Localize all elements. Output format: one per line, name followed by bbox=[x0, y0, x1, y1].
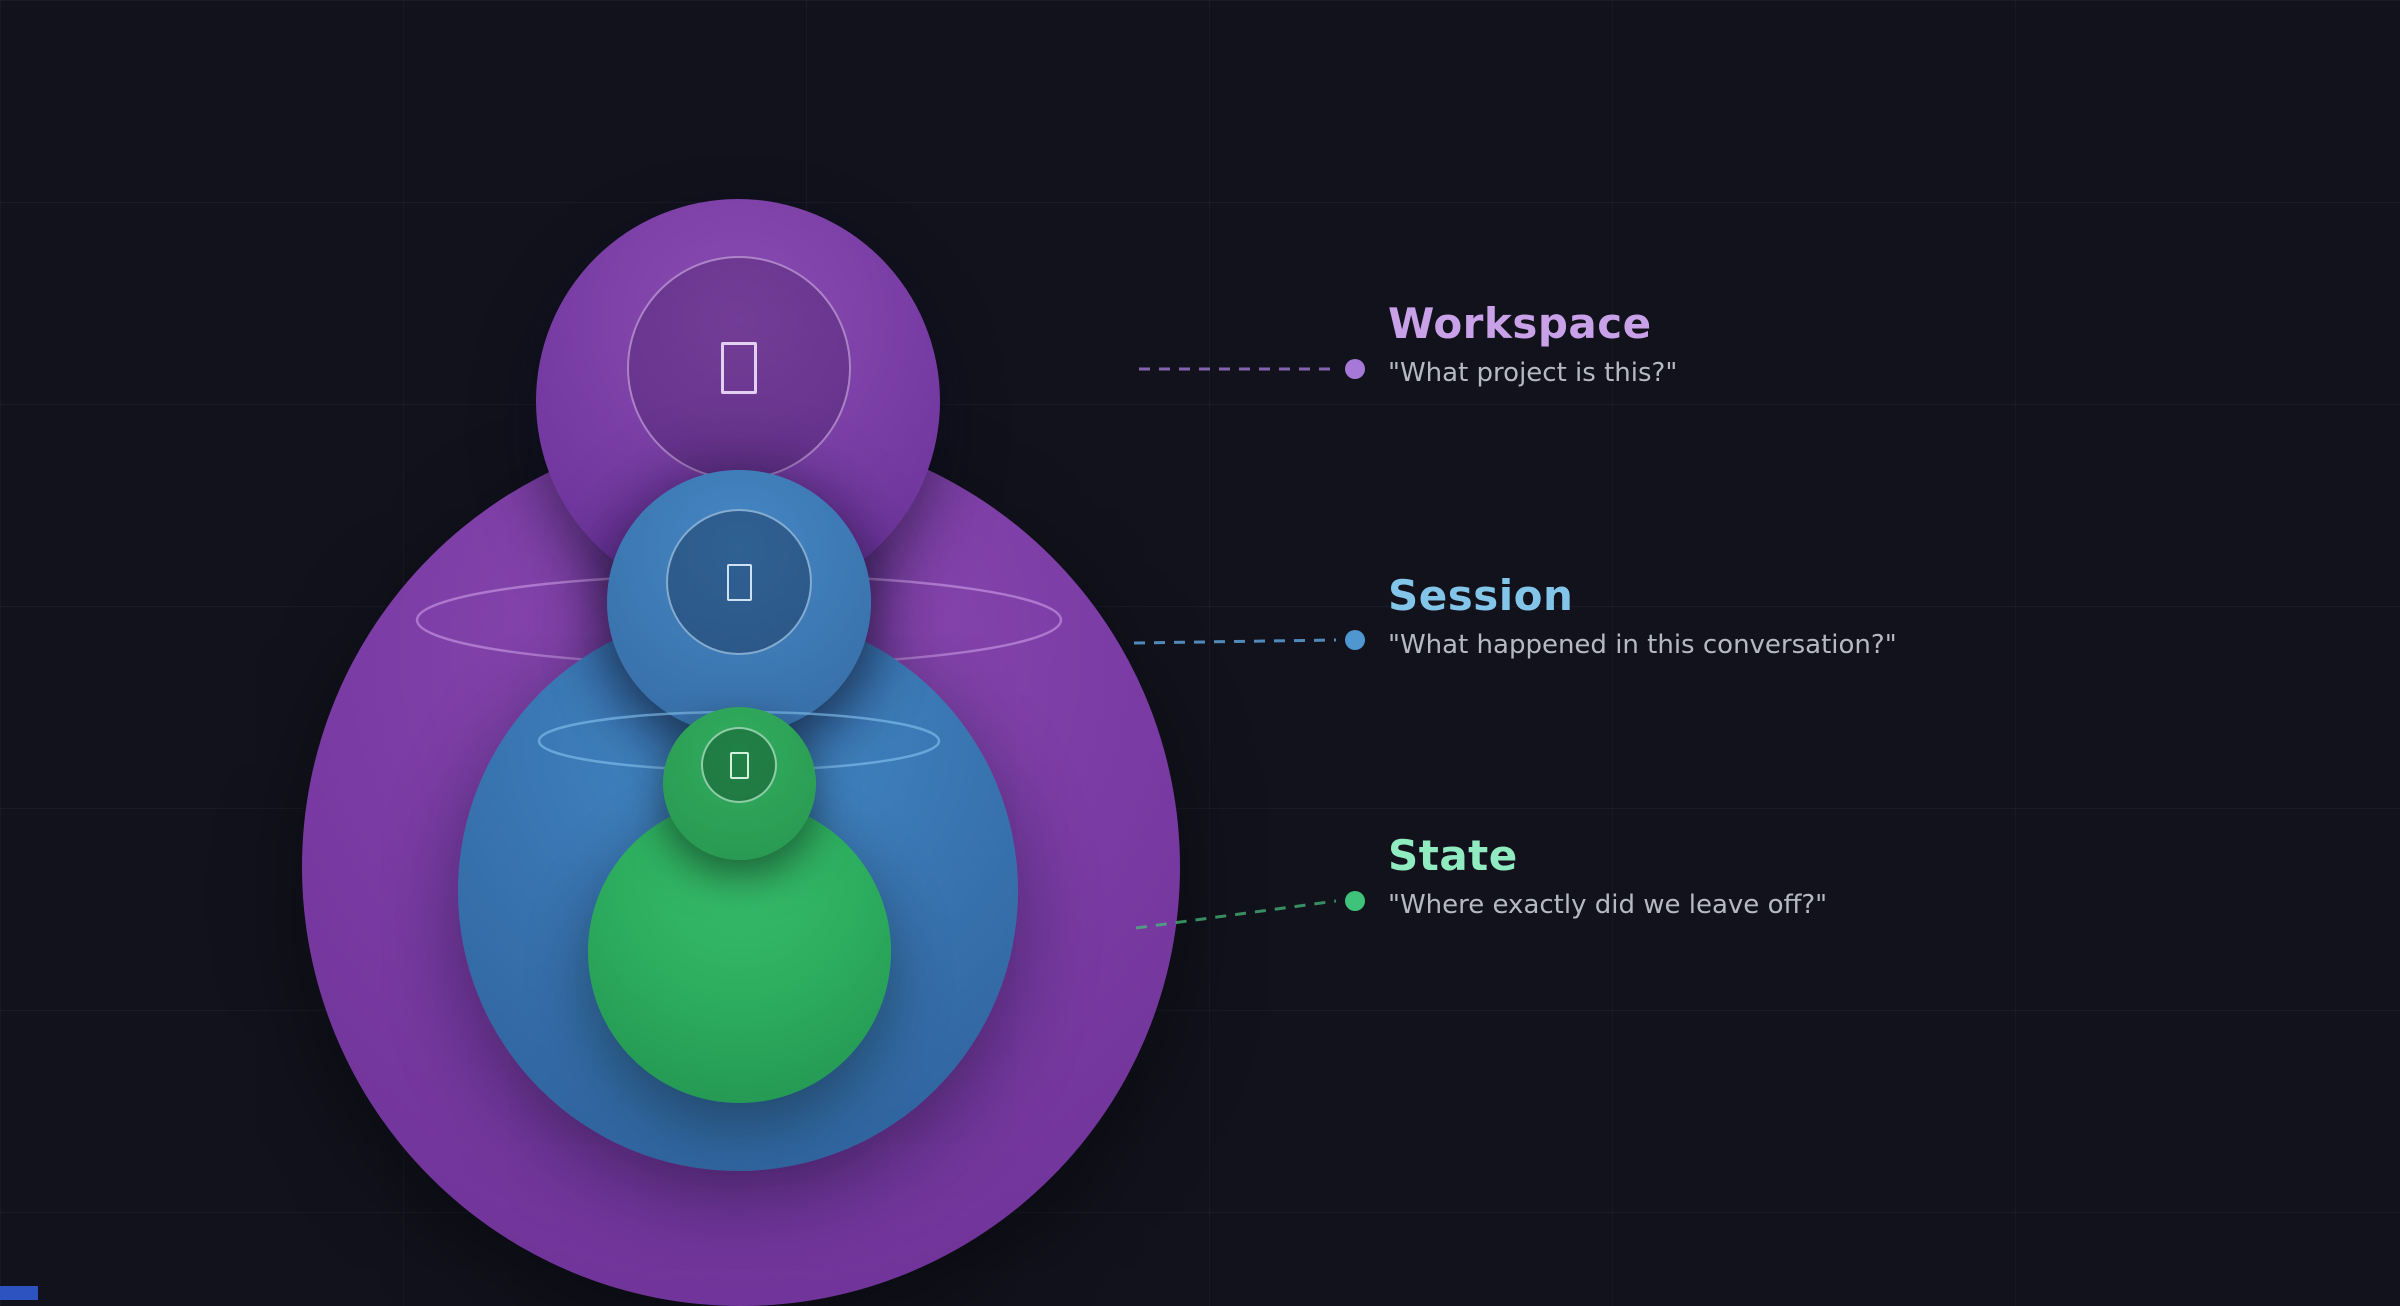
bottom-left-accent bbox=[0, 1286, 38, 1300]
state-icon bbox=[729, 751, 749, 779]
session-icon bbox=[726, 563, 752, 601]
workspace-leader-dot bbox=[1345, 359, 1365, 379]
workspace-icon bbox=[721, 342, 757, 394]
session-leader-dot bbox=[1345, 630, 1365, 650]
state-icon-ring bbox=[701, 727, 777, 803]
legend-entry-workspace: Workspace "What project is this?" bbox=[1388, 299, 1678, 391]
legend-entry-session: Session "What happened in this conversat… bbox=[1388, 571, 1897, 663]
workspace-title: Workspace bbox=[1388, 299, 1652, 348]
session-icon-ring bbox=[666, 509, 812, 655]
workspace-quote: "What project is this?" bbox=[1388, 358, 1678, 389]
workspace-icon-ring bbox=[627, 256, 851, 480]
session-title: Session bbox=[1388, 571, 1574, 620]
session-quote: "What happened in this conversation?" bbox=[1388, 630, 1897, 661]
session-leader-line bbox=[1133, 638, 1337, 645]
state-quote: "Where exactly did we leave off?" bbox=[1388, 890, 1828, 921]
state-title: State bbox=[1388, 831, 1518, 880]
state-leader-dot bbox=[1345, 891, 1365, 911]
legend-entry-state: State "Where exactly did we leave off?" bbox=[1388, 831, 1828, 923]
